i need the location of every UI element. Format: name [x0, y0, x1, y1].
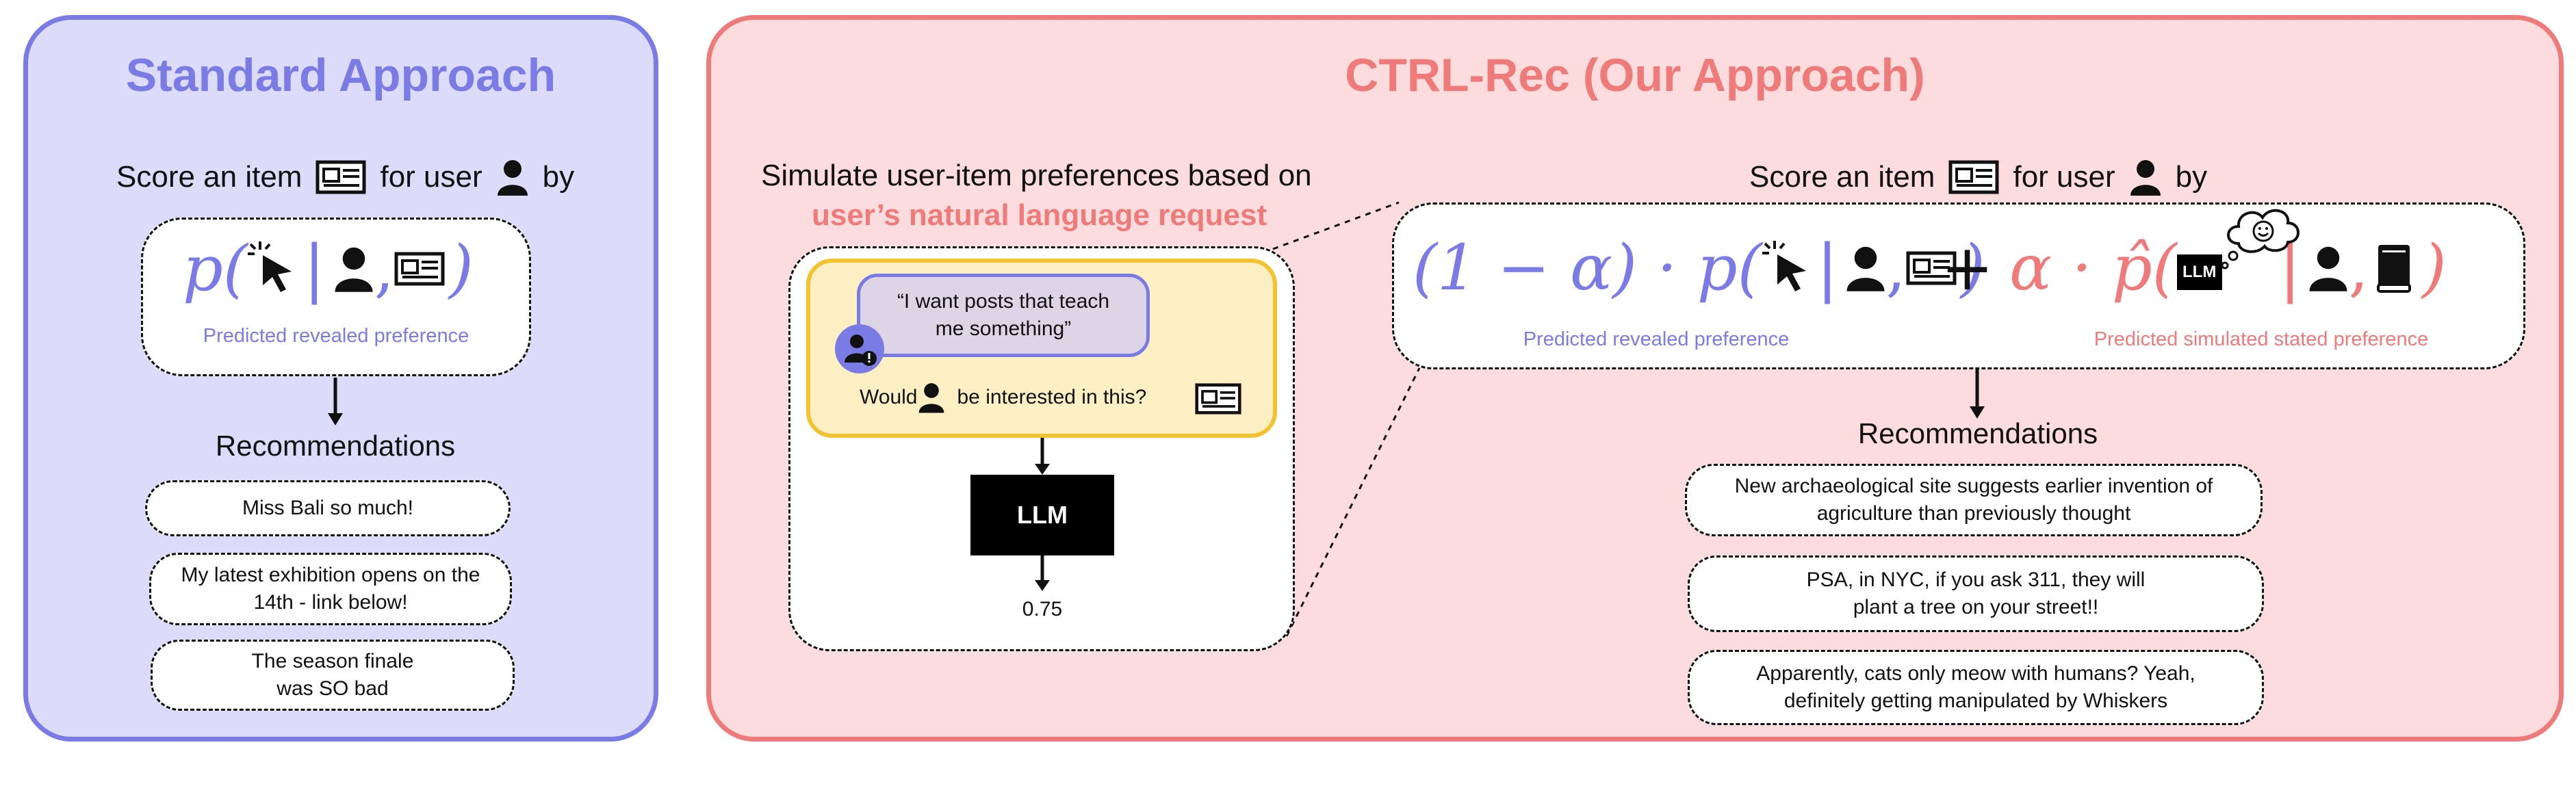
- ctrl-rec-item: Apparently, cats only meow with humans? …: [1688, 650, 2264, 725]
- ctrl-formula-right: α · p̂( LLM | , ): [2009, 209, 2447, 304]
- newspaper-icon: [1906, 250, 1957, 286]
- user-icon: [1845, 244, 1886, 292]
- user-icon: [333, 245, 374, 293]
- ctrl-formula-left-text: (1 − α) · p(: [1413, 231, 1762, 304]
- standard-rec-item: Miss Bali so much!: [145, 480, 511, 536]
- llm-to-output-arrow: [1032, 555, 1053, 592]
- newspaper-icon: [394, 251, 445, 287]
- ctrl-score-line: Score an item for user by: [1749, 159, 2207, 196]
- simulate-line-1: Simulate user-item preferences based on: [761, 159, 1312, 192]
- ctrl-title: CTRL-Rec (Our Approach): [1345, 49, 1925, 101]
- user-icon: [2308, 244, 2349, 292]
- newspaper-icon: [315, 160, 366, 194]
- ctrl-caption-revealed: Predicted revealed preference: [1523, 328, 1790, 350]
- ctrl-formula-plus: +: [1941, 231, 1994, 304]
- ctrl-formula-close-left: ): [1960, 231, 1985, 304]
- standard-rec-item: My latest exhibition opens on the 14th -…: [149, 553, 512, 625]
- prompt-to-llm-arrow: [1032, 438, 1053, 476]
- newspaper-icon: [1948, 160, 1999, 194]
- standard-title: Standard Approach: [125, 49, 556, 101]
- user-icon: [918, 382, 945, 413]
- newspaper-icon: [1194, 383, 1243, 415]
- llm-output-value: 0.75: [1022, 598, 1063, 620]
- ctrl-formula-right-text: α · p̂(: [2009, 231, 2177, 304]
- thought-bubble-icon: [2218, 202, 2307, 271]
- standard-recommendations-label: Recommendations: [215, 430, 456, 462]
- llm-box: LLM: [970, 475, 1114, 555]
- ctrl-caption-stated: Predicted simulated stated preference: [2094, 328, 2429, 350]
- ctrl-formula-close-right: ): [2421, 231, 2447, 304]
- ctrl-score-suffix: by: [2175, 160, 2208, 194]
- standard-score-prefix: Score an item: [116, 160, 302, 194]
- request-bubble: “I want posts that teach me something”: [857, 274, 1150, 357]
- standard-formula-box: p( | , ) Predicted revealed preference: [141, 218, 531, 376]
- ctrl-formula-comma-left: ,: [1885, 231, 1906, 304]
- llm-thought-group: LLM: [2176, 209, 2300, 296]
- standard-caption: Predicted revealed preference: [203, 325, 469, 347]
- ctrl-rec-item: PSA, in NYC, if you ask 311, they will p…: [1688, 555, 2264, 632]
- user-icon: [496, 159, 529, 196]
- ctrl-rec-item: New archaeological site suggests earlier…: [1685, 464, 2263, 536]
- standard-rec-item: The season finale was SO bad: [151, 640, 515, 711]
- simulate-line-2: user’s natural language request: [812, 198, 1267, 232]
- ctrl-formula-left: (1 − α) · p( | , ): [1413, 231, 1985, 304]
- standard-score-middle: for user: [380, 160, 482, 194]
- user-alert-icon: [834, 323, 886, 375]
- ctrl-score-prefix: Score an item: [1749, 160, 1935, 194]
- standard-arrow: [325, 378, 346, 427]
- standard-score-line: Score an item for user by: [116, 159, 574, 196]
- ctrl-formula-bar-left: |: [1816, 231, 1838, 304]
- user-icon: [2129, 159, 2162, 196]
- cursor-click-icon: [247, 241, 296, 296]
- ctrl-formula-comma-right: ,: [2348, 231, 2369, 304]
- book-icon: [2375, 244, 2412, 293]
- would-prefix: Would: [860, 386, 918, 408]
- would-suffix: be interested in this?: [957, 386, 1147, 408]
- would-line: Would be interested in this?: [860, 382, 1146, 413]
- standard-formula: p( | , ): [183, 237, 474, 300]
- ctrl-recommendations-label: Recommendations: [1857, 417, 2098, 449]
- ctrl-arrow: [1967, 369, 1987, 420]
- standard-score-suffix: by: [542, 160, 575, 194]
- formula-llm-box: LLM: [2176, 254, 2222, 290]
- cursor-click-icon: [1762, 240, 1810, 296]
- ctrl-score-middle: for user: [2013, 160, 2115, 194]
